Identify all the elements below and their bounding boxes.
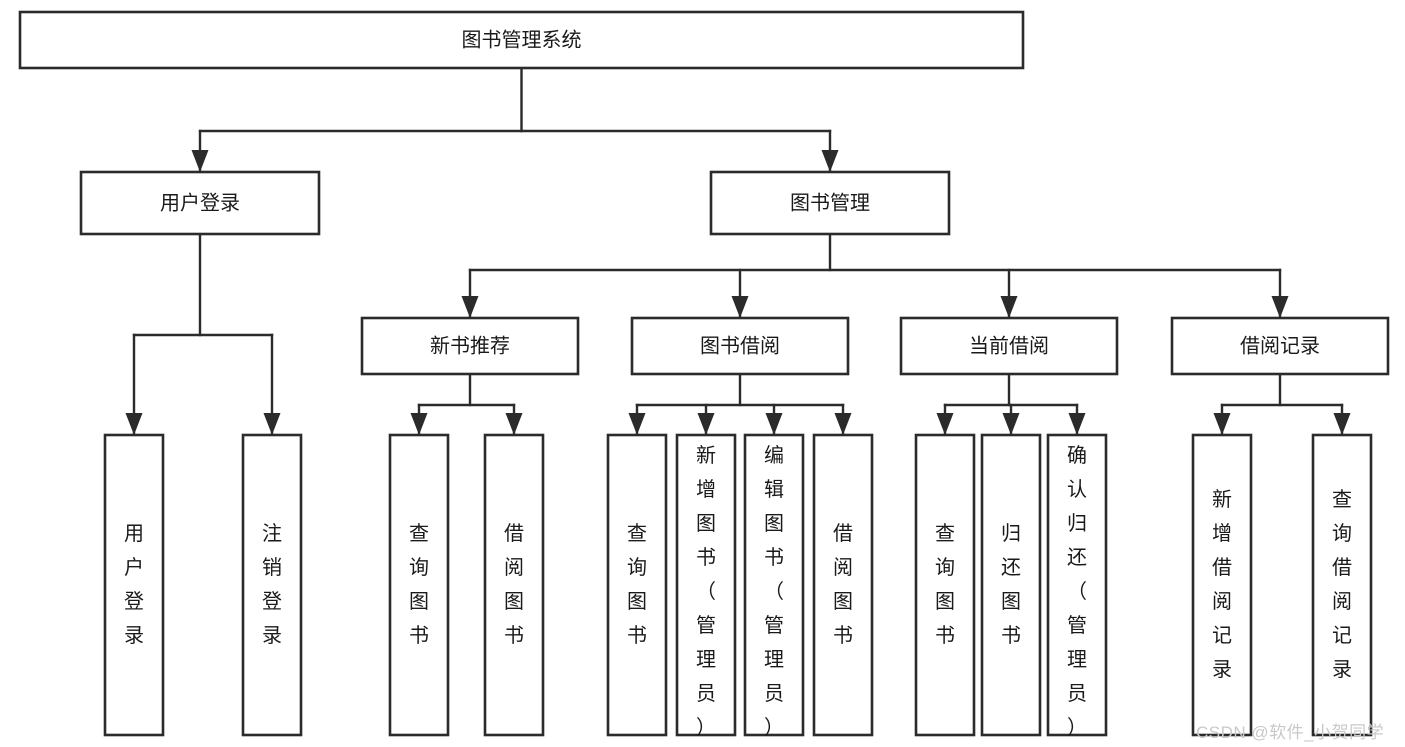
node-box-new-book-rec	[360, 316, 580, 376]
node-label-leaf-borrow-edit-book: 编辑图书（管理员）	[764, 444, 784, 739]
node-box-leaf-rec-borrow-book	[483, 433, 545, 737]
node-label-book-borrow: 图书借阅	[700, 334, 780, 357]
node-label-leaf-rec-query-book: 查询图书	[409, 522, 429, 647]
node-label-leaf-user-logout: 注销登录	[262, 522, 282, 647]
node-box-leaf-rec-query-book	[388, 433, 450, 737]
arrow-head	[1271, 296, 1289, 318]
arrow-head	[1213, 413, 1231, 435]
node-leaf-user-logout[interactable]: 注销登录	[241, 433, 303, 737]
node-box-leaf-current-confirm-return	[1046, 433, 1108, 737]
arrow-head	[765, 413, 783, 435]
node-box-book-borrow	[630, 316, 850, 376]
node-new-book-rec[interactable]: 新书推荐	[360, 316, 580, 376]
node-leaf-current-query-book[interactable]: 查询图书	[914, 433, 976, 737]
node-label-leaf-borrow-add-book: 新增图书（管理员）	[696, 444, 716, 739]
edge-group-borrow-record	[1213, 372, 1351, 436]
node-layer: 图书管理系统用户登录图书管理新书推荐图书借阅当前借阅借阅记录用户登录注销登录查询…	[18, 10, 1390, 739]
connector-layer	[125, 66, 1351, 436]
node-label-leaf-user-login: 用户登录	[124, 523, 144, 647]
node-leaf-user-login[interactable]: 用户登录	[103, 433, 165, 737]
node-label-book-manage: 图书管理	[790, 191, 870, 214]
node-box-leaf-user-logout	[241, 433, 303, 737]
node-box-leaf-record-query	[1311, 433, 1373, 737]
node-book-manage[interactable]: 图书管理	[709, 170, 951, 236]
node-box-leaf-current-query-book	[914, 433, 976, 737]
node-box-leaf-borrow-borrow-book	[812, 433, 874, 737]
node-box-user-login	[79, 170, 321, 236]
arrow-head	[936, 413, 954, 435]
arrow-head	[410, 413, 428, 435]
arrow-head	[461, 296, 479, 318]
node-label-leaf-current-return-book: 归还图书	[1001, 522, 1021, 647]
node-box-leaf-record-add	[1191, 433, 1253, 737]
node-label-leaf-record-add: 新增借阅记录	[1212, 488, 1232, 681]
node-leaf-current-return-book[interactable]: 归还图书	[980, 433, 1042, 737]
edge-group-root	[191, 66, 839, 173]
node-box-root	[18, 10, 1025, 70]
node-leaf-borrow-borrow-book[interactable]: 借阅图书	[812, 433, 874, 737]
node-leaf-borrow-add-book[interactable]: 新增图书（管理员）	[675, 433, 737, 739]
node-book-borrow[interactable]: 图书借阅	[630, 316, 850, 376]
edge-group-current-borrow	[936, 372, 1086, 436]
edge-group-new-book-rec	[410, 372, 523, 436]
node-leaf-rec-query-book[interactable]: 查询图书	[388, 433, 450, 737]
node-label-root: 图书管理系统	[462, 28, 582, 51]
node-box-leaf-borrow-add-book	[675, 433, 737, 737]
arrow-head	[1068, 413, 1086, 435]
csdn-watermark: CSDN @软件_小贺同学	[1196, 723, 1385, 742]
node-user-login[interactable]: 用户登录	[79, 170, 321, 236]
edge-group-book-manage	[461, 232, 1289, 319]
arrow-head	[263, 413, 281, 435]
arrow-head	[628, 413, 646, 435]
arrow-head	[191, 150, 209, 172]
node-box-leaf-user-login	[103, 433, 165, 737]
node-box-current-borrow	[899, 316, 1119, 376]
node-root[interactable]: 图书管理系统	[18, 10, 1025, 70]
node-box-leaf-borrow-query-book	[606, 433, 668, 737]
arrow-head	[505, 413, 523, 435]
node-box-book-manage	[709, 170, 951, 236]
node-label-leaf-current-confirm-return: 确认归还（管理员）	[1067, 444, 1087, 739]
edge-group-user-login	[125, 232, 281, 436]
node-leaf-rec-borrow-book[interactable]: 借阅图书	[483, 433, 545, 737]
arrow-head	[834, 413, 852, 435]
arrow-head	[1002, 413, 1020, 435]
node-label-leaf-borrow-borrow-book: 借阅图书	[833, 522, 853, 647]
arrow-head	[125, 413, 143, 435]
node-box-leaf-current-return-book	[980, 433, 1042, 737]
node-leaf-record-query[interactable]: 查询借阅记录	[1311, 433, 1373, 737]
node-box-borrow-record	[1170, 316, 1390, 376]
node-leaf-borrow-query-book[interactable]: 查询图书	[606, 433, 668, 737]
node-leaf-borrow-edit-book[interactable]: 编辑图书（管理员）	[743, 433, 805, 739]
node-box-leaf-borrow-edit-book	[743, 433, 805, 737]
node-label-borrow-record: 借阅记录	[1240, 334, 1320, 357]
arrow-head	[731, 296, 749, 318]
edge-group-book-borrow	[628, 372, 852, 436]
node-label-user-login: 用户登录	[160, 191, 240, 214]
node-label-new-book-rec: 新书推荐	[430, 334, 510, 357]
node-label-leaf-borrow-query-book: 查询图书	[627, 522, 647, 647]
node-label-leaf-record-query: 查询借阅记录	[1332, 488, 1352, 681]
node-label-current-borrow: 当前借阅	[969, 334, 1049, 357]
node-current-borrow[interactable]: 当前借阅	[899, 316, 1119, 376]
node-label-leaf-rec-borrow-book: 借阅图书	[504, 522, 524, 647]
arrow-head	[1333, 413, 1351, 435]
node-label-leaf-current-query-book: 查询图书	[935, 522, 955, 647]
arrow-head	[697, 413, 715, 435]
arrow-head	[1000, 296, 1018, 318]
node-borrow-record[interactable]: 借阅记录	[1170, 316, 1390, 376]
arrow-head	[821, 150, 839, 172]
node-leaf-current-confirm-return[interactable]: 确认归还（管理员）	[1046, 433, 1108, 739]
node-leaf-record-add[interactable]: 新增借阅记录	[1191, 433, 1253, 737]
